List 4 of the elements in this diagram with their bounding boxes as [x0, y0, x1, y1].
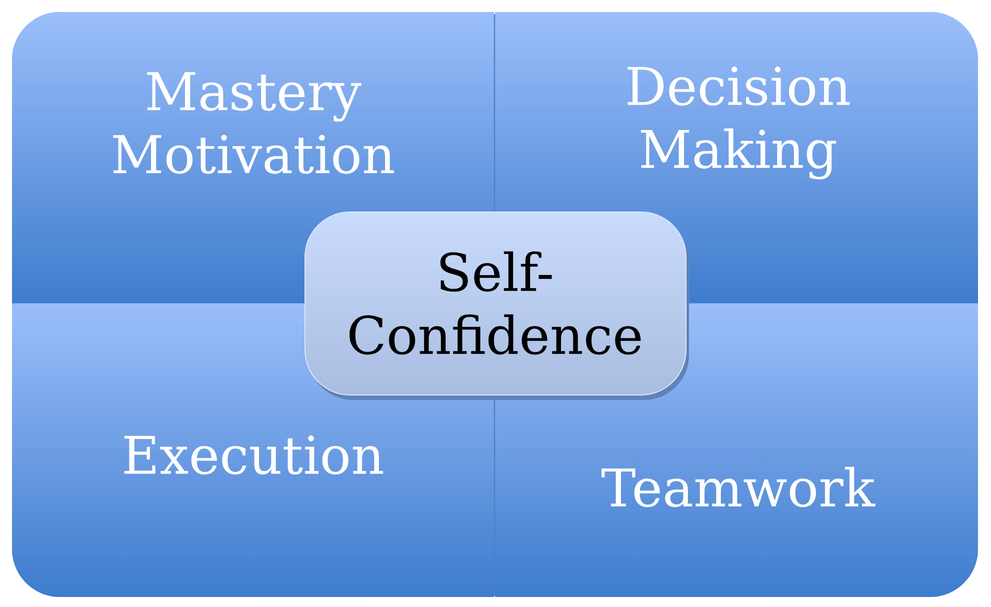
panel-label: Decision Making	[628, 66, 850, 180]
panel-label: Teamwork	[602, 466, 876, 508]
panel-label: Execution	[124, 436, 384, 474]
panel-label: Mastery Motivation	[113, 72, 394, 174]
